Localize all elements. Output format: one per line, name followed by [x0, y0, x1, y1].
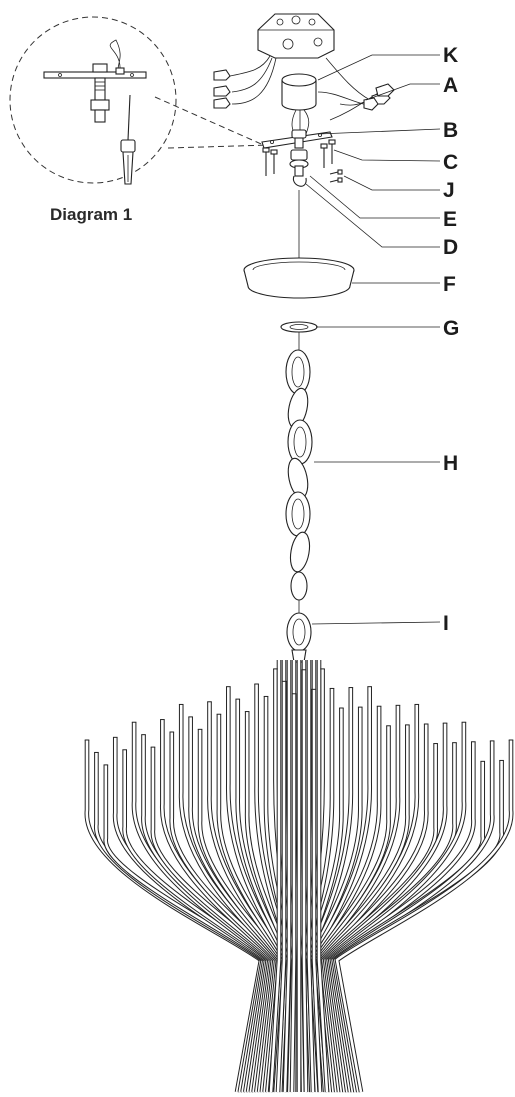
junction-box [257, 13, 335, 59]
transformer [281, 73, 317, 111]
label-D: D [443, 236, 458, 259]
mounting-bracket [261, 129, 333, 149]
label-F: F [443, 273, 456, 296]
detail-callout [9, 16, 271, 185]
detail-circle [9, 16, 177, 184]
label-C: C [443, 151, 458, 174]
label-J: J [443, 179, 455, 202]
label-K: K [443, 44, 458, 67]
chain [285, 349, 313, 601]
detail-leader-top [154, 96, 269, 148]
detail-leader-bottom [167, 144, 271, 149]
canopy [243, 257, 355, 299]
collar-ring [280, 321, 318, 333]
fixture-loop [286, 600, 312, 663]
lock-nut-and-hook [289, 149, 309, 258]
ground-screw [329, 169, 343, 183]
label-E: E [443, 208, 457, 231]
part-labels: K A B C J E D F G H I [443, 44, 459, 635]
detail-screwdriver [120, 139, 136, 153]
label-A: A [443, 74, 458, 97]
chandelier-body [84, 660, 514, 1093]
wire-connectors-left [213, 69, 231, 109]
mounting-screws [262, 139, 336, 176]
label-H: H [443, 452, 458, 475]
detail-caption: Diagram 1 [50, 205, 132, 224]
leader-lines [305, 54, 441, 625]
label-G: G [443, 317, 459, 340]
label-B: B [443, 119, 458, 142]
label-I: I [443, 612, 449, 635]
wire-connectors-right [363, 83, 395, 111]
